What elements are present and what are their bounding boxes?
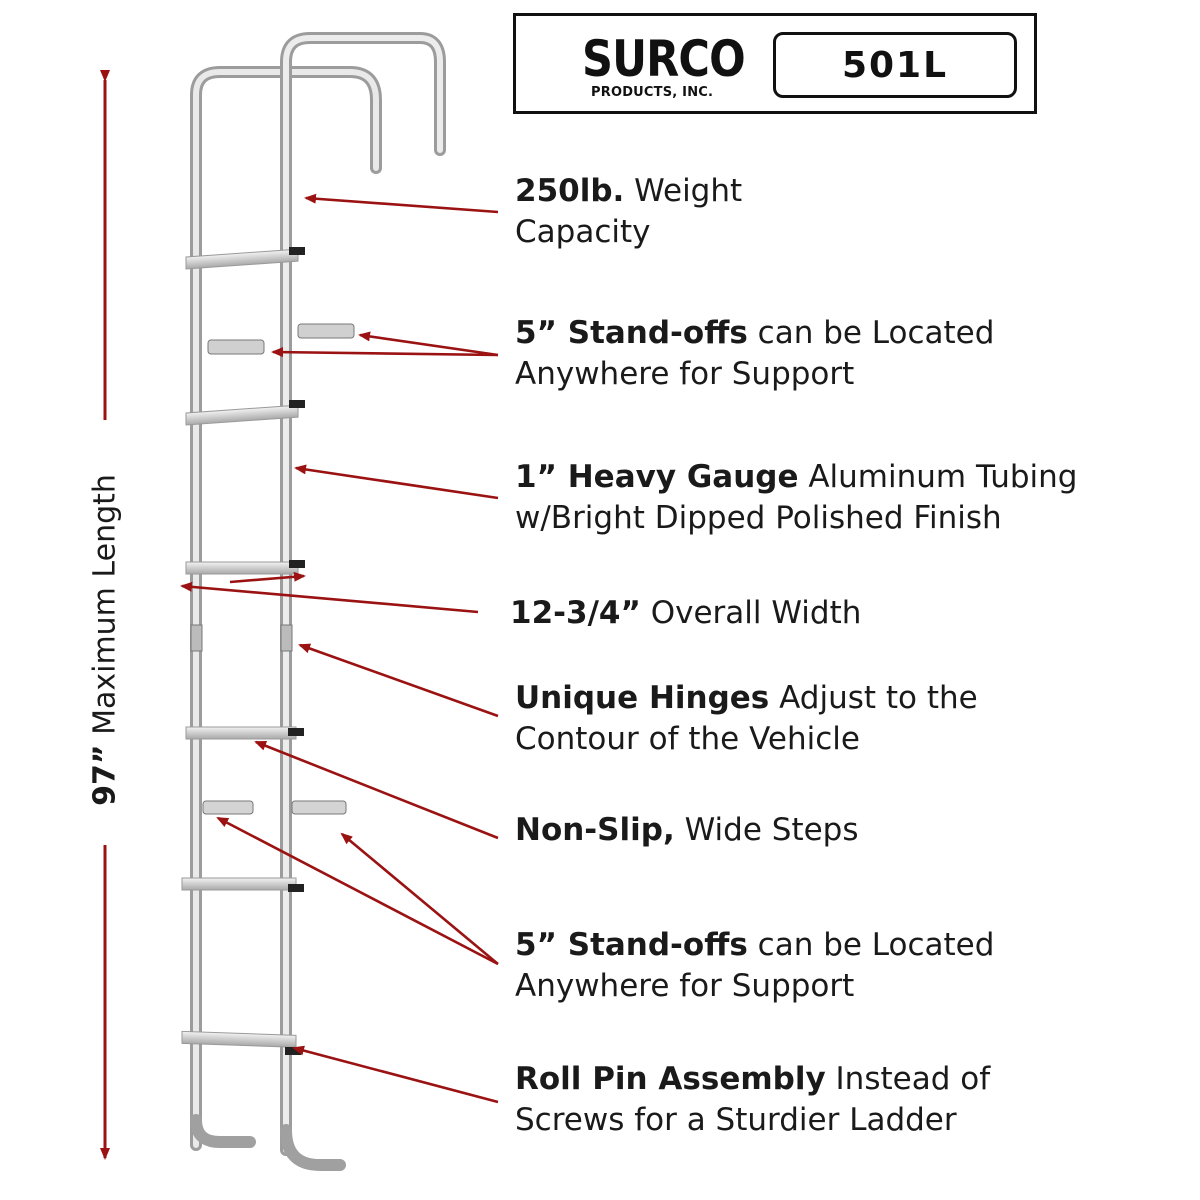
callout-standoffs-bottom: 5” Stand-offs can be Located Anywhere fo… xyxy=(515,927,995,1004)
callout-tubing: 1” Heavy Gauge Aluminum Tubing w/Bright … xyxy=(515,459,1078,536)
rung xyxy=(181,877,297,891)
rung xyxy=(185,248,299,270)
rung xyxy=(185,404,299,426)
ladder-rails xyxy=(190,32,446,1171)
model-number: 501L xyxy=(773,32,1017,98)
brand-subtitle: PRODUCTS, INC. xyxy=(591,85,714,100)
rung xyxy=(185,561,299,575)
hinges xyxy=(190,624,293,652)
callout-arrows xyxy=(180,193,499,1104)
callout-standoffs-top: 5” Stand-offs can be Located Anywhere fo… xyxy=(515,315,995,392)
callout-overall-width: 12-3/4” Overall Width xyxy=(510,595,862,631)
callout-non-slip-steps: Non-Slip, Wide Steps xyxy=(515,812,859,848)
callout-hinges: Unique Hinges Adjust to the Contour of t… xyxy=(515,680,978,757)
callout-roll-pin: Roll Pin Assembly Instead of Screws for … xyxy=(515,1061,991,1138)
rung xyxy=(185,726,297,740)
stand-offs xyxy=(202,323,355,815)
length-dimension-label: 97” Maximum Length xyxy=(87,474,123,806)
rung xyxy=(181,1030,297,1048)
brand-name: SURCO xyxy=(582,30,746,88)
callout-weight-capacity: 250lb. Weight Capacity xyxy=(515,173,743,250)
